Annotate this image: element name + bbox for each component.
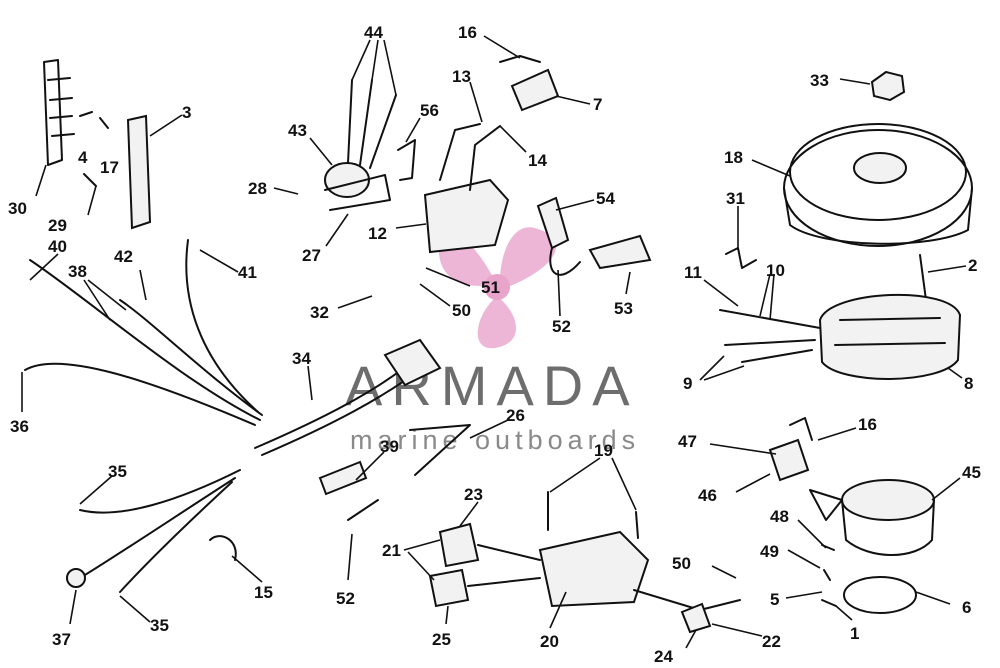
callout-38: 38 [68,262,87,281]
callout-50: 50 [452,301,471,320]
callout-15: 15 [254,583,273,602]
callout-41: 41 [238,263,257,282]
callout-22: 22 [762,632,781,651]
callout-51: 51 [481,278,500,297]
callout-29: 29 [48,216,67,235]
watermark-brand: ARMADA [345,354,639,417]
parts-drawing [24,55,973,634]
callout-30: 30 [8,199,27,218]
callout-10: 10 [766,261,785,280]
callout-16: 16 [458,23,477,42]
callout-19: 19 [594,441,613,460]
callout-43: 43 [288,121,307,140]
callout-27: 27 [302,246,321,265]
callout-31: 31 [726,189,745,208]
callout-12: 12 [368,224,387,243]
callout-32: 32 [310,303,329,322]
callout-23: 23 [464,485,483,504]
callout-53: 53 [614,299,633,318]
propeller-logo-icon [438,227,557,349]
callout-33: 33 [810,71,829,90]
callout-52: 52 [552,317,571,336]
callout-54: 54 [596,189,615,208]
callout-13: 13 [452,67,471,86]
callout-35: 35 [108,462,127,481]
callout-52b: 52 [336,589,355,608]
callout-45: 45 [962,463,981,482]
callout-4: 4 [78,148,88,167]
callout-20: 20 [540,632,559,651]
callout-3: 3 [182,103,191,122]
callout-46: 46 [698,486,717,505]
callout-39: 39 [380,437,399,456]
callout-7: 7 [593,95,602,114]
callout-49: 49 [760,542,779,561]
callout-9: 9 [683,374,692,393]
callout-28: 28 [248,179,267,198]
callout-42: 42 [114,247,133,266]
callout-21: 21 [382,541,401,560]
callout-35b: 35 [150,616,169,635]
callout-50b: 50 [672,554,691,573]
callout-26: 26 [506,406,525,425]
callout-40: 40 [48,237,67,256]
callout-48: 48 [770,507,789,526]
callout-17: 17 [100,158,119,177]
callout-44: 44 [364,23,383,42]
callout-36: 36 [10,417,29,436]
callout-6: 6 [962,598,971,617]
leader-lines [21,35,967,649]
callout-47: 47 [678,432,697,451]
callout-18: 18 [724,148,743,167]
callout-5: 5 [770,590,779,609]
watermark-tagline: marine outboards [350,425,640,455]
callout-2: 2 [968,256,977,275]
callout-1: 1 [850,624,859,643]
callout-8: 8 [964,374,973,393]
callout-14: 14 [528,151,547,170]
callout-25: 25 [432,630,451,649]
callout-56: 56 [420,101,439,120]
callout-24: 24 [654,647,673,666]
callout-11: 11 [684,263,702,282]
callout-labels: 44 16 13 7 33 3 43 56 14 4 17 18 28 54 3… [8,23,981,666]
callout-37: 37 [52,630,71,649]
callout-16b: 16 [858,415,877,434]
callout-34: 34 [292,349,311,368]
